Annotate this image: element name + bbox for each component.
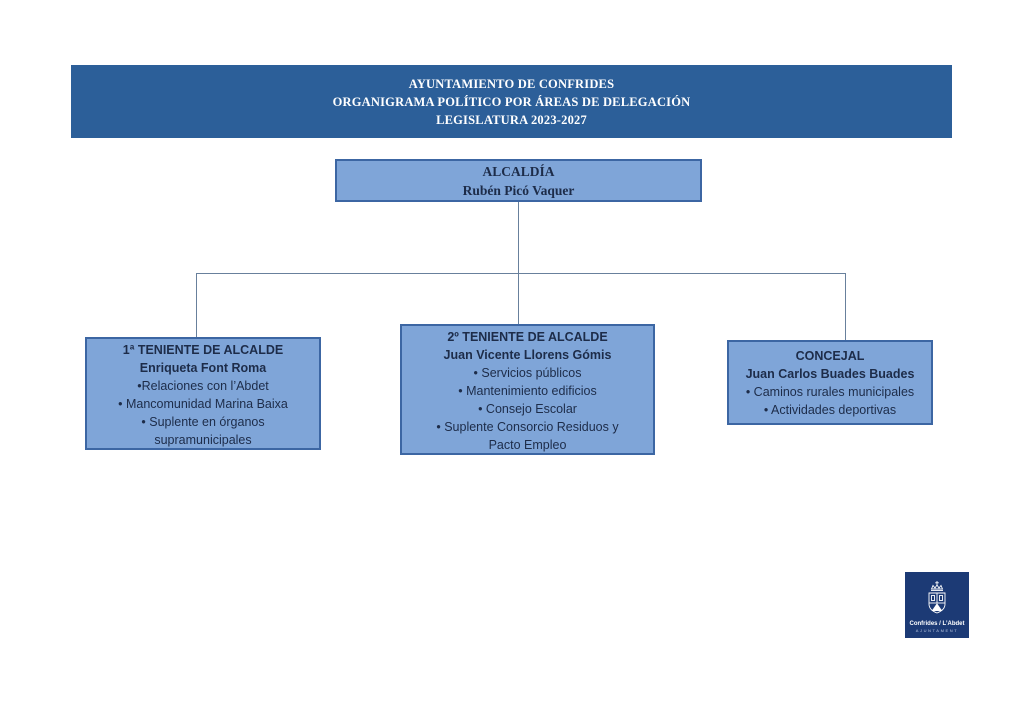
logo-municipality-label: Confrides / L’Abdet bbox=[909, 621, 965, 627]
node-bullet: • Caminos rurales municipales bbox=[745, 385, 915, 399]
node-person: Rubén Picó Vaquer bbox=[462, 183, 575, 198]
node-title: 2º TENIENTE DE ALCALDE bbox=[447, 330, 608, 344]
org-node-concejal: CONCEJAL Juan Carlos Buades Buades • Cam… bbox=[727, 340, 933, 425]
node-title: 1ª TENIENTE DE ALCALDE bbox=[122, 343, 284, 357]
banner-line-2: ORGANIGRAMA POLÍTICO POR ÁREAS DE DELEGA… bbox=[332, 94, 691, 109]
node-bullet: •Relaciones con l’Abdet bbox=[137, 379, 269, 393]
connector-right-vertical bbox=[845, 273, 846, 340]
ajuntament-logo: Confrides / L’Abdet AJUNTAMENT bbox=[905, 572, 969, 638]
node-bullet: • Consejo Escolar bbox=[478, 402, 577, 416]
node-person: Juan Vicente Llorens Gómis bbox=[443, 348, 612, 362]
node-person: Enriqueta Font Roma bbox=[139, 361, 267, 375]
node-person: Juan Carlos Buades Buades bbox=[745, 367, 915, 381]
node-bullet: • Suplente en órganos supramunicipales bbox=[141, 415, 265, 447]
connector-horizontal bbox=[196, 273, 846, 274]
node-bullet: • Actividades deportivas bbox=[763, 403, 897, 417]
org-node-teniente-2: 2º TENIENTE DE ALCALDE Juan Vicente Llor… bbox=[400, 324, 655, 455]
node-bullet: • Mantenimiento edificios bbox=[458, 384, 597, 398]
banner-line-1: AYUNTAMIENTO DE CONFRIDES bbox=[408, 76, 615, 91]
node-bullet: • Mancomunidad Marina Baixa bbox=[118, 397, 288, 411]
logo-institution-label: AJUNTAMENT bbox=[915, 628, 959, 633]
coat-of-arms-icon bbox=[928, 581, 946, 614]
node-title: ALCALDÍA bbox=[482, 164, 555, 179]
title-banner: AYUNTAMIENTO DE CONFRIDES ORGANIGRAMA PO… bbox=[71, 65, 952, 138]
banner-line-3: LEGISLATURA 2023-2027 bbox=[436, 112, 587, 127]
node-bullet: • Suplente Consorcio Residuos y Pacto Em… bbox=[436, 420, 619, 452]
org-node-teniente-1: 1ª TENIENTE DE ALCALDE Enriqueta Font Ro… bbox=[85, 337, 321, 450]
connector-left-vertical bbox=[196, 273, 197, 337]
node-bullet: • Servicios públicos bbox=[473, 366, 582, 380]
connector-middle-vertical bbox=[518, 273, 519, 325]
connector-root-vertical bbox=[518, 202, 519, 273]
node-title: CONCEJAL bbox=[795, 349, 865, 363]
org-node-alcaldia: ALCALDÍA Rubén Picó Vaquer bbox=[335, 159, 702, 202]
